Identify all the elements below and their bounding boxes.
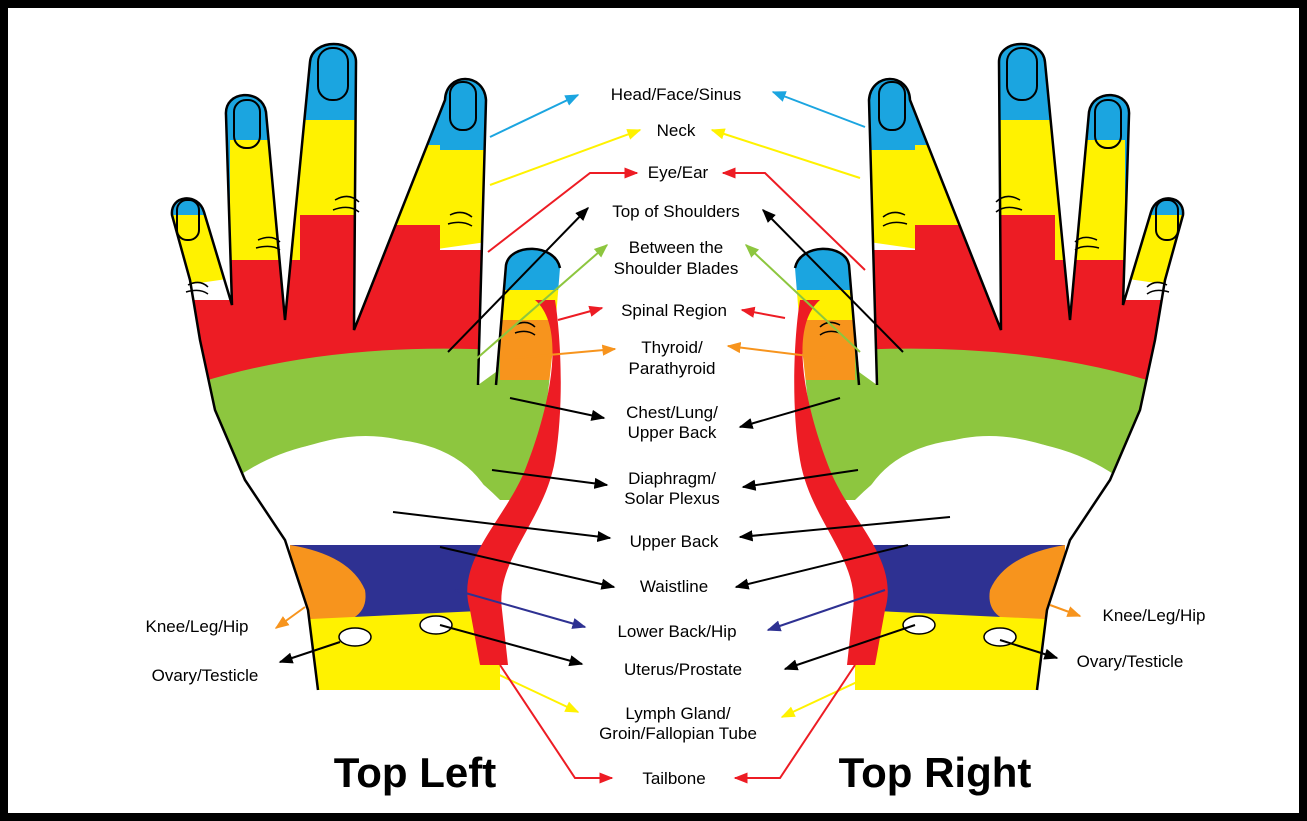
label-spinal: Spinal Region: [621, 301, 727, 320]
label-between-2: Shoulder Blades: [614, 259, 739, 278]
arrow-knee-right: [1050, 605, 1080, 616]
label-neck: Neck: [657, 121, 696, 140]
arrow-knee-left: [276, 607, 305, 628]
arrow-tailbone-right: [735, 665, 855, 778]
arrow-neck-right: [712, 130, 860, 178]
label-chest-1: Chest/Lung/: [626, 403, 718, 422]
label-ovary-right: Ovary/Testicle: [1077, 652, 1184, 671]
label-head: Head/Face/Sinus: [611, 85, 741, 104]
label-lymph-1: Lymph Gland/: [625, 704, 730, 723]
label-upper-back: Upper Back: [630, 532, 719, 551]
label-knee-right: Knee/Leg/Hip: [1102, 606, 1205, 625]
label-lymph-2: Groin/Fallopian Tube: [599, 724, 757, 743]
label-diaphragm-2: Solar Plexus: [624, 489, 719, 508]
label-knee-left: Knee/Leg/Hip: [145, 617, 248, 636]
label-eye-ear: Eye/Ear: [648, 163, 709, 182]
label-between-1: Between the: [629, 238, 724, 257]
label-top-shoulders: Top of Shoulders: [612, 202, 740, 221]
label-thyroid-1: Thyroid/: [641, 338, 703, 357]
label-lower-back: Lower Back/Hip: [617, 622, 736, 641]
arrow-head-right: [773, 92, 865, 127]
label-ovary-left: Ovary/Testicle: [152, 666, 259, 685]
label-chest-2: Upper Back: [628, 423, 717, 442]
caption-right: Top Right: [839, 749, 1032, 796]
arrow-spinal-right: [742, 310, 785, 318]
label-uterus: Uterus/Prostate: [624, 660, 742, 679]
arrow-spinal-left: [558, 308, 602, 320]
label-diaphragm-1: Diaphragm/: [628, 469, 716, 488]
arrow-neck-left: [490, 130, 640, 185]
arrow-head-left: [490, 95, 578, 137]
arrow-tailbone-left: [500, 665, 612, 778]
caption-left: Top Left: [334, 749, 497, 796]
label-tailbone: Tailbone: [642, 769, 705, 788]
label-thyroid-2: Parathyroid: [629, 359, 716, 378]
left-hand: [150, 30, 570, 710]
label-waistline: Waistline: [640, 577, 708, 596]
